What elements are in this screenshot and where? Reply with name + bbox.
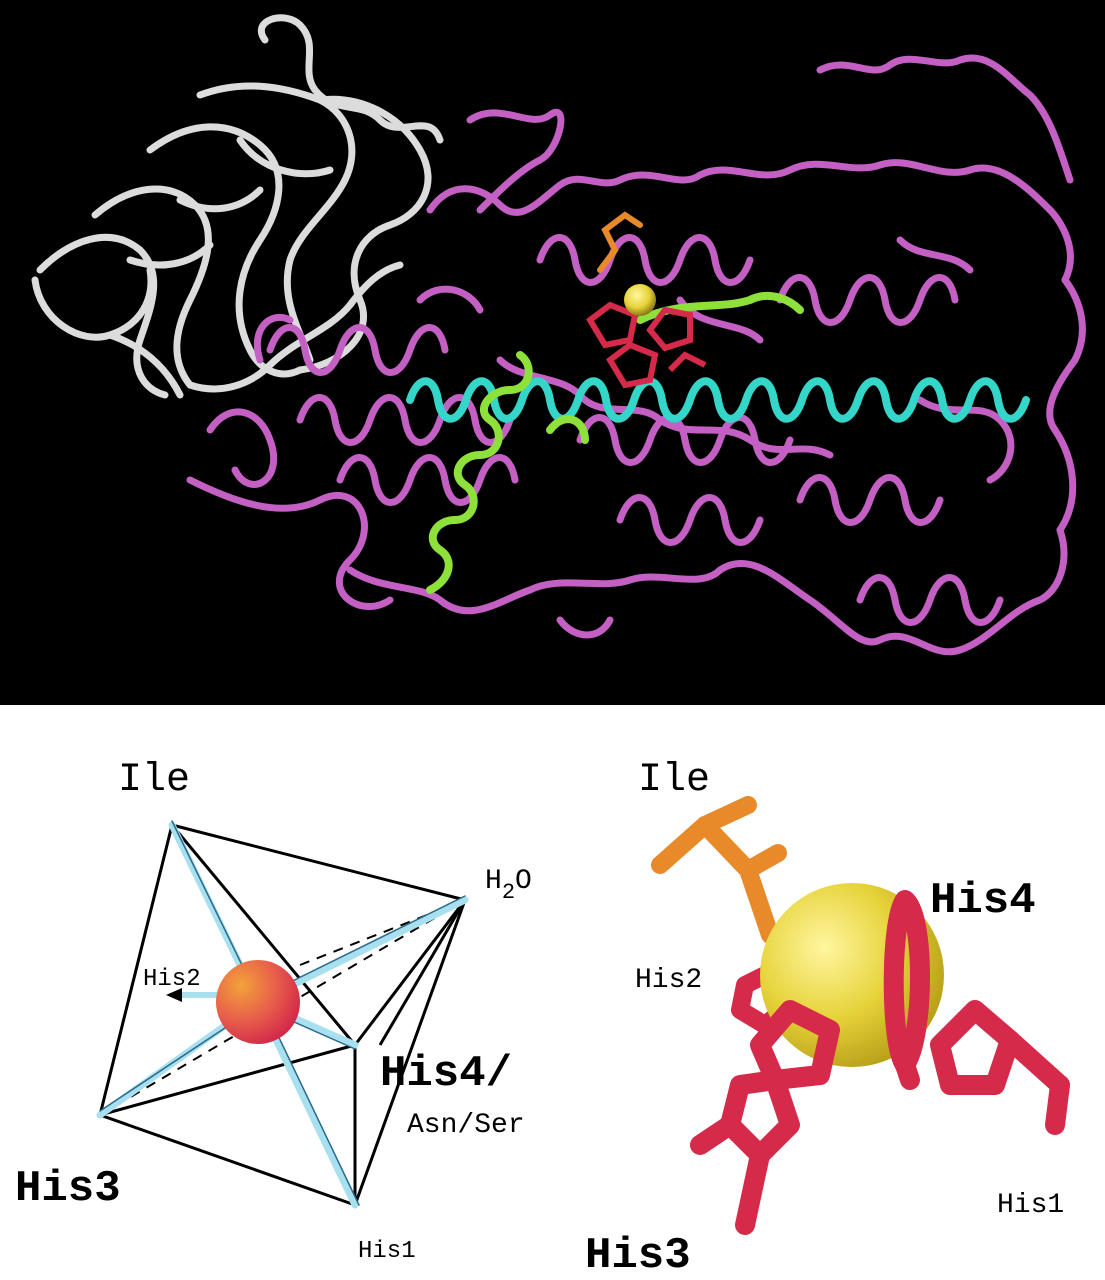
his1-residue: [930, 1000, 1070, 1135]
label-asn-ser: Asn/Ser: [407, 1110, 525, 1141]
active-site: [586, 211, 707, 389]
label-his1-left: His1: [358, 1238, 416, 1265]
label-ile-right: Ile: [638, 758, 710, 803]
metal-ion-sphere: [216, 960, 300, 1044]
stick-model: [651, 796, 1070, 1235]
his4-residue: [883, 890, 930, 1090]
label-his3-right: His3: [585, 1231, 691, 1280]
octahedron-schematic: [96, 820, 469, 1209]
label-his2-left: His2: [143, 966, 201, 993]
label-his4-right: His4: [930, 876, 1036, 926]
label-his3-left: His3: [15, 1164, 121, 1214]
label-his2-right: His2: [635, 965, 702, 996]
coordination-diagrams: Ile H2O His2 His4/ Asn/Ser His3 His1: [15, 758, 1070, 1280]
magenta-catalytic-domain: [186, 54, 1086, 656]
white-beta-domain: [31, 14, 444, 399]
label-his1-right: His1: [997, 1190, 1064, 1221]
his2-arrowhead: [166, 988, 182, 1002]
label-his4-left: His4/: [380, 1049, 512, 1099]
protein-ribbon-diagram: [31, 14, 1086, 656]
label-h2o: H2O: [485, 866, 532, 905]
metal-ion-sphere: [624, 284, 656, 316]
coordination-geometry-panel: Ile H2O His2 His4/ Asn/Ser His3 His1: [0, 705, 1105, 1280]
his3-residue: [690, 1000, 840, 1235]
protein-structure-panel: [0, 0, 1105, 705]
cyan-helix: [406, 377, 1030, 423]
ile-residue: [651, 796, 787, 944]
label-ile-left: Ile: [118, 758, 190, 803]
